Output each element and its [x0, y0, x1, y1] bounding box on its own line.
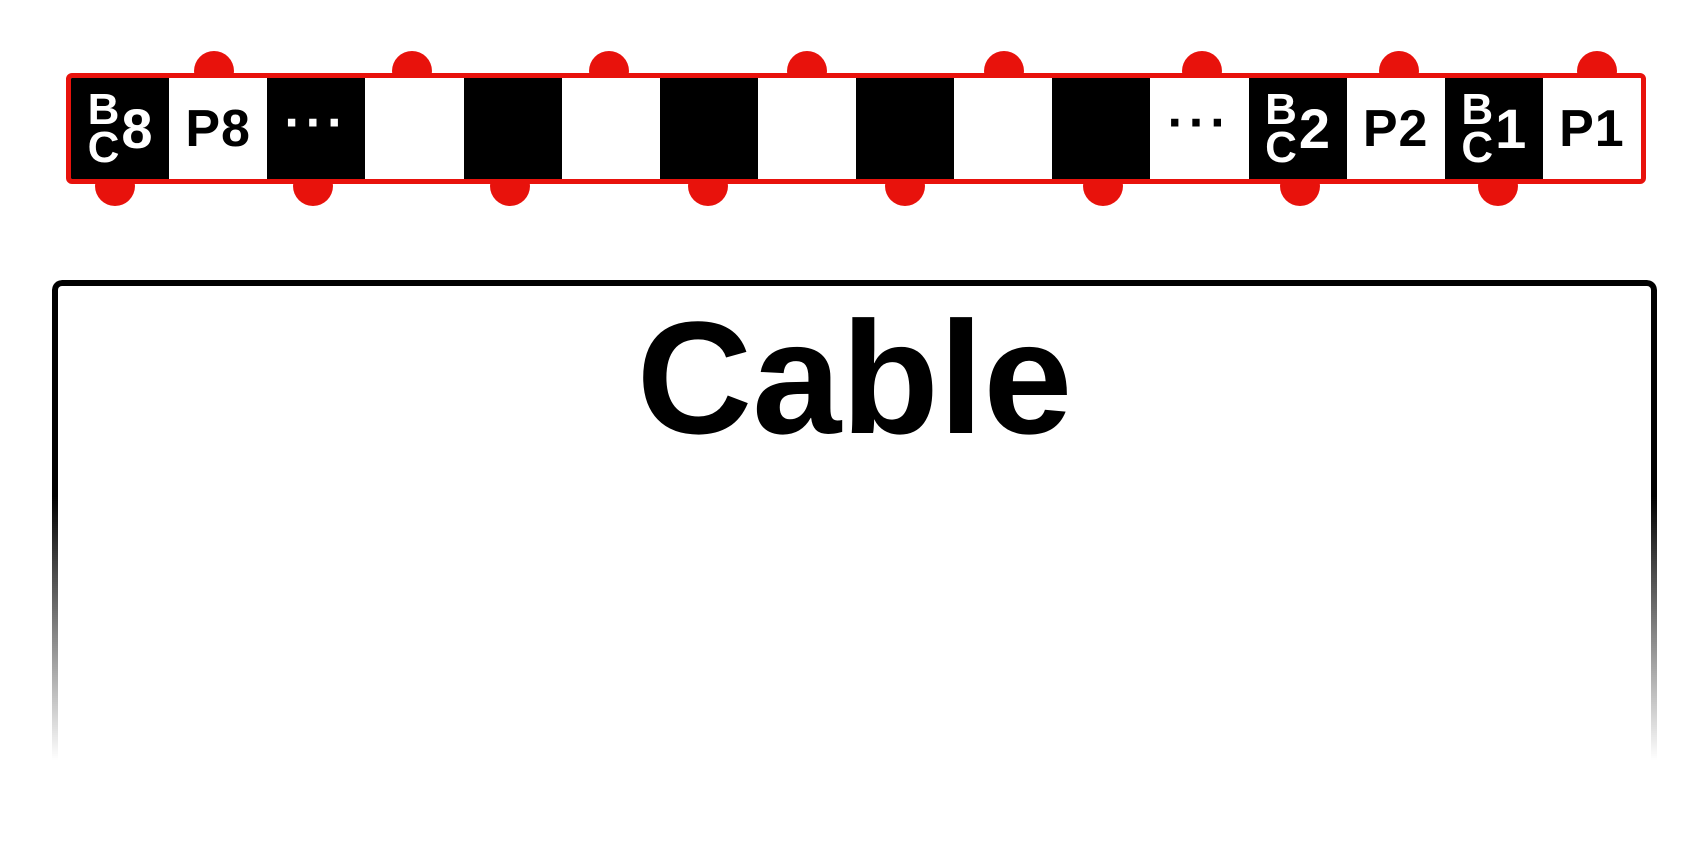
strip-cell-11: [1052, 78, 1151, 179]
bc-top-letter: B: [87, 84, 120, 134]
bc-number: 1: [1495, 96, 1527, 160]
port-label: P2: [1362, 99, 1429, 158]
bc-bottom-letter: C: [1265, 122, 1297, 172]
strip-cell-3: ···: [267, 78, 366, 179]
strip-cell-8: [757, 78, 856, 179]
cable-title: Cable: [636, 288, 1073, 467]
ellipsis-label: ···: [1167, 93, 1232, 152]
strip-cell-5: [463, 78, 562, 179]
strip-cell-16: P1: [1542, 78, 1641, 179]
bc-number: 8: [121, 96, 153, 160]
strip-cell-14: P2: [1346, 78, 1445, 179]
bc-bottom-letter: C: [1461, 122, 1494, 172]
port-label: P1: [1559, 99, 1625, 158]
strip-cell-6: [561, 78, 660, 179]
strip-cell-7: [659, 78, 758, 179]
port-label: P8: [185, 99, 251, 158]
strip-cell-10: [954, 78, 1053, 179]
ellipsis-label: ···: [284, 93, 349, 152]
bc-top-letter: B: [1461, 84, 1494, 134]
bc-number: 2: [1298, 96, 1331, 160]
strip-cell-2: P8: [169, 78, 268, 179]
strip-cell-4: [365, 78, 464, 179]
bc-bottom-letter: C: [87, 122, 120, 172]
strip-cell-12: ···: [1150, 78, 1249, 179]
bc-top-letter: B: [1265, 84, 1297, 134]
cable-panel: [52, 280, 1657, 760]
strip-cell-9: [856, 78, 955, 179]
